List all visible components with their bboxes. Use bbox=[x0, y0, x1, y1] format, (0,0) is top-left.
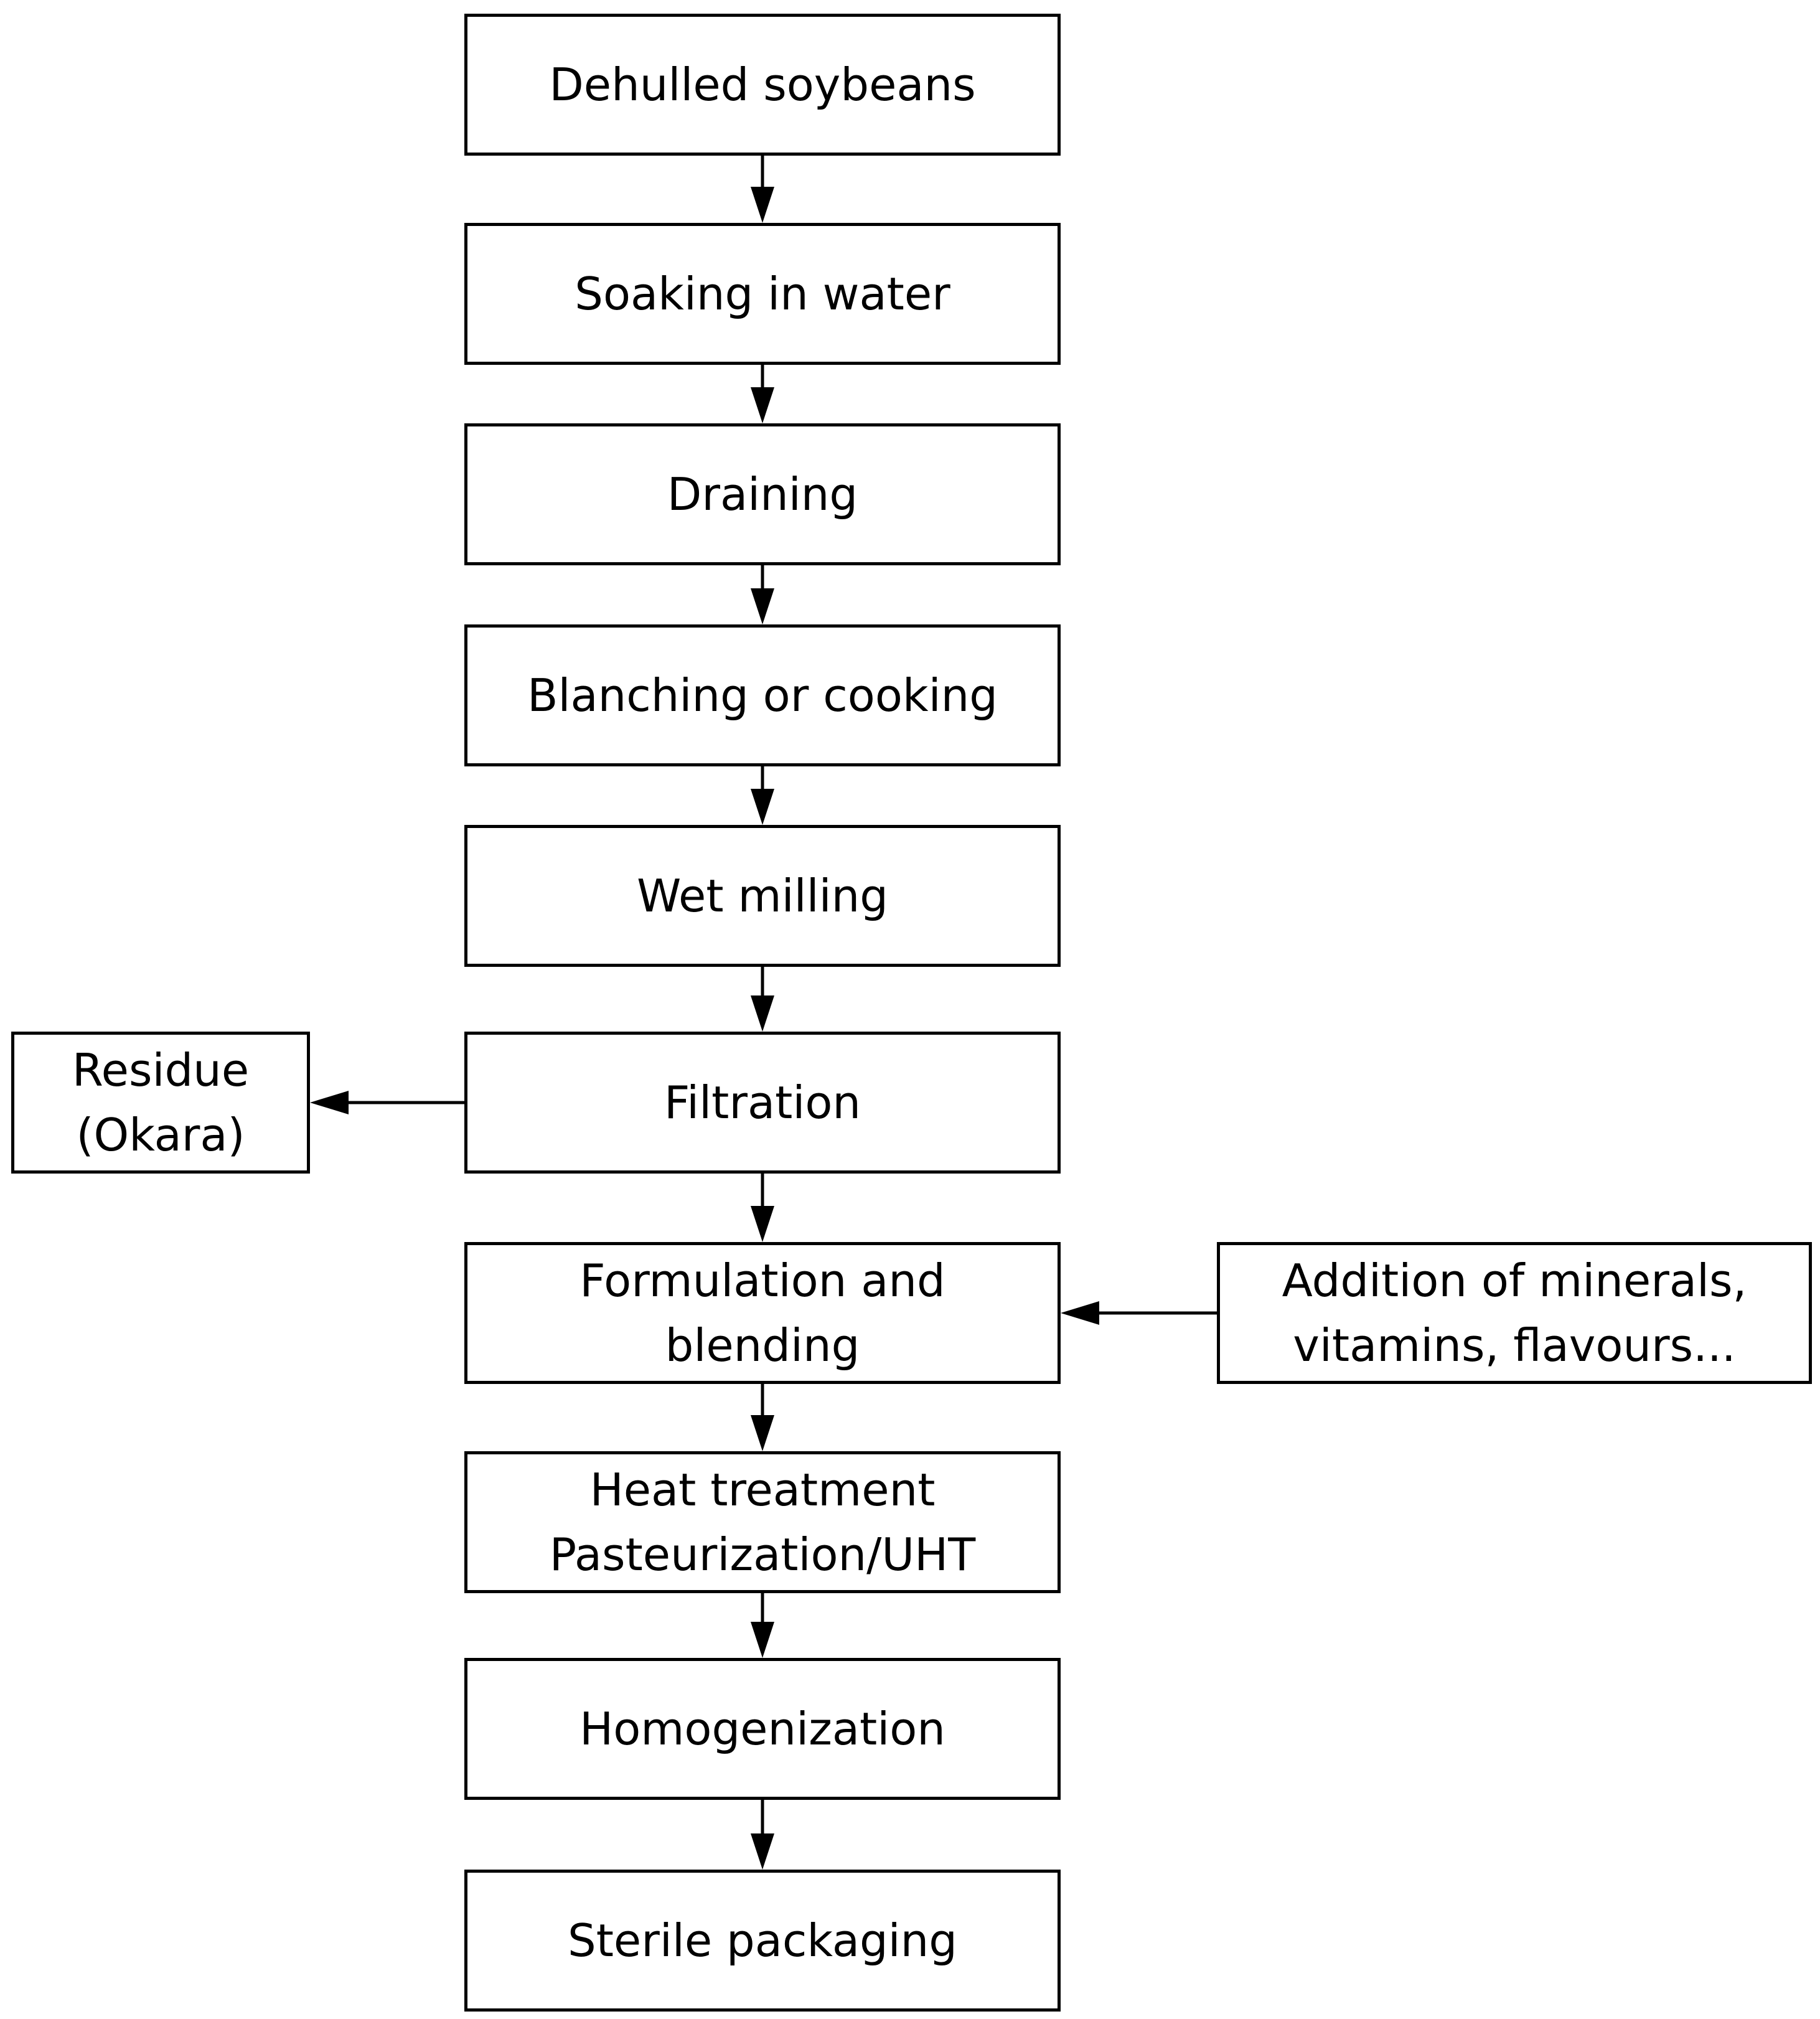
side-box-addition: Addition of minerals, vitamins, flavours… bbox=[1217, 1242, 1812, 1384]
arrowhead-step-7-to-8 bbox=[751, 1622, 774, 1658]
arrowhead-step-0-to-1 bbox=[751, 187, 774, 223]
arrowhead-step-5-to-6 bbox=[751, 1206, 774, 1242]
step-soaking-in-water: Soaking in water bbox=[464, 223, 1061, 365]
step-sterile-packaging: Sterile packaging bbox=[464, 1870, 1061, 2012]
step-filtration: Filtration bbox=[464, 1032, 1061, 1174]
arrowhead-step-3-to-4 bbox=[751, 789, 774, 825]
step-homogenization: Homogenization bbox=[464, 1658, 1061, 1800]
arrowhead-step-1-to-2 bbox=[751, 387, 774, 423]
step-blanching-or-cooking: Blanching or cooking bbox=[464, 624, 1061, 766]
arrowhead-step-8-to-9 bbox=[751, 1833, 774, 1870]
arrowhead-addition-to-formulation bbox=[1061, 1301, 1099, 1325]
step-heat-treatment: Heat treatment Pasteurization/UHT bbox=[464, 1451, 1061, 1593]
arrowhead-step-2-to-3 bbox=[751, 588, 774, 624]
step-dehulled-soybeans: Dehulled soybeans bbox=[464, 14, 1061, 156]
arrowhead-step-4-to-5 bbox=[751, 995, 774, 1032]
step-formulation-and-blending: Formulation and blending bbox=[464, 1242, 1061, 1384]
step-draining: Draining bbox=[464, 423, 1061, 565]
side-box-residue: Residue (Okara) bbox=[11, 1032, 310, 1174]
arrowhead-filtration-to-residue bbox=[310, 1091, 349, 1114]
step-wet-milling: Wet milling bbox=[464, 825, 1061, 967]
arrowhead-step-6-to-7 bbox=[751, 1415, 774, 1451]
